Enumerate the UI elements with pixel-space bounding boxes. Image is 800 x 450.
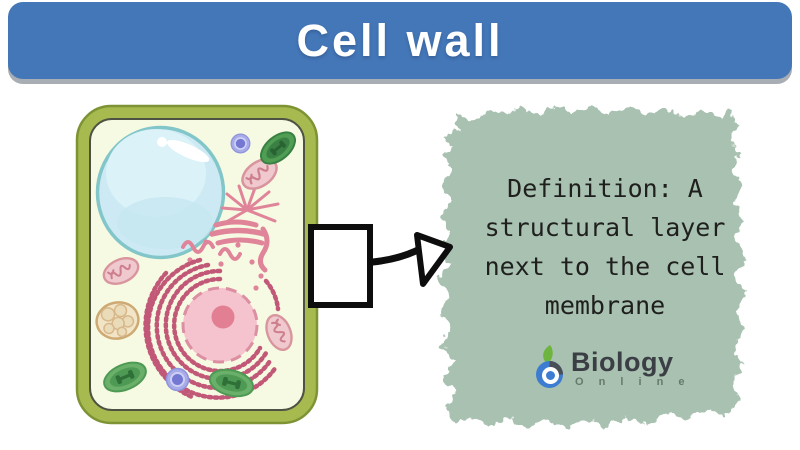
title-banner: Cell wall bbox=[8, 2, 792, 79]
definition-line: structural layer bbox=[484, 213, 726, 242]
definition-line: next to the cell bbox=[484, 252, 726, 281]
callout-arrow bbox=[369, 232, 453, 287]
peroxisome bbox=[165, 367, 190, 392]
arrow-head bbox=[414, 232, 453, 287]
definition-line: membrane bbox=[544, 291, 666, 320]
definition-text: Definition: A structural layer next to t… bbox=[455, 169, 755, 325]
brand-name: Biology bbox=[571, 347, 674, 377]
definition-line: Definition: A bbox=[507, 174, 703, 203]
vacuole bbox=[95, 125, 226, 260]
definition-callout bbox=[439, 105, 746, 429]
brand-logo: Biology O n l i n e bbox=[534, 343, 691, 390]
brand-subtitle: O n l i n e bbox=[575, 376, 691, 388]
golgi-apparatus bbox=[181, 183, 280, 291]
highlight-box bbox=[308, 224, 373, 308]
leaf-icon bbox=[543, 345, 553, 364]
nucleus bbox=[181, 286, 259, 364]
logo-icon bbox=[536, 345, 563, 388]
arrow-shaft bbox=[369, 245, 424, 266]
plant-cell-diagram bbox=[75, 104, 319, 425]
peroxisome bbox=[230, 133, 251, 154]
amyloplast bbox=[95, 301, 140, 340]
page-title: Cell wall bbox=[296, 14, 504, 66]
nucleolus bbox=[211, 305, 235, 329]
